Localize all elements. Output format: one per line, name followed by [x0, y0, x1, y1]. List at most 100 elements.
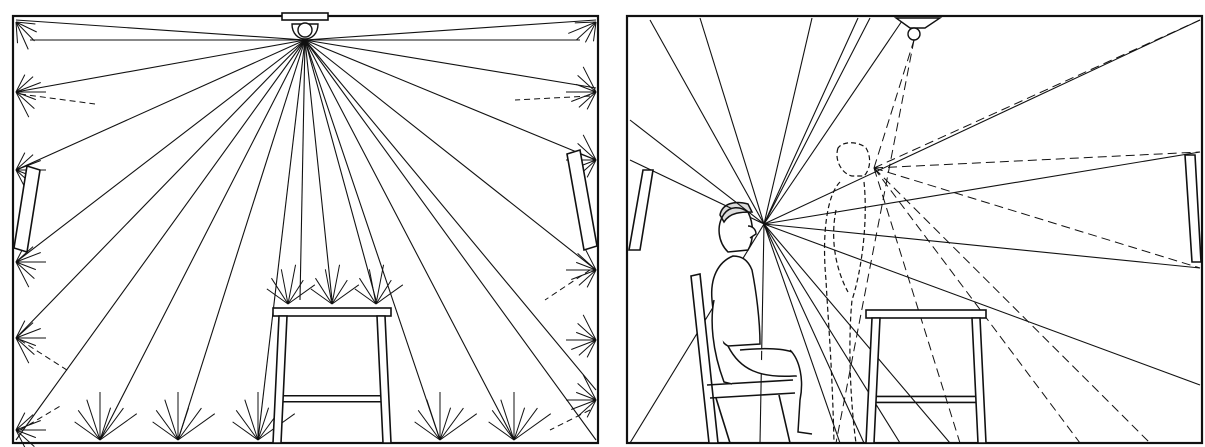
stool-icon: [273, 308, 391, 443]
reflection-ray: [440, 408, 463, 440]
reflection-ray: [16, 338, 34, 355]
light-ray: [305, 20, 596, 40]
reflected-sightline: [874, 20, 1200, 168]
reflection-ray: [332, 285, 359, 304]
sightlines: [630, 18, 1200, 443]
stool-leg: [377, 316, 391, 443]
reflection-ray: [87, 400, 100, 440]
light-bulb-icon: [908, 28, 920, 40]
reflection-ray: [16, 323, 33, 338]
reflection-ray: [156, 410, 178, 440]
right-panel: [627, 16, 1202, 443]
reflection-ray: [492, 410, 514, 440]
sightline: [764, 224, 1200, 268]
reflection-ray: [514, 414, 551, 440]
reflection-ray: [418, 410, 440, 440]
reflection-ray: [576, 22, 596, 40]
stool-icon: [866, 310, 986, 443]
reflection-ray: [440, 414, 477, 440]
reflection-ray: [16, 22, 28, 49]
reflected-sightline: [874, 40, 914, 168]
reflection-ray: [311, 289, 332, 304]
light-ray: [305, 40, 596, 270]
reflection-ray: [579, 340, 596, 355]
reflection-ray: [100, 408, 111, 440]
reflection-ray: [376, 285, 403, 304]
right-wall-mirror: [567, 150, 597, 250]
reflection-ray: [267, 289, 288, 304]
reflection-ray: [579, 270, 596, 285]
light-ray: [100, 40, 305, 440]
reflection-ray: [578, 323, 596, 340]
reflected-rays: [20, 94, 590, 430]
reflection-ray: [178, 408, 201, 440]
reflected-sightlines: [836, 20, 1200, 443]
reflection-ray: [100, 414, 137, 440]
reflection-ray: [501, 400, 514, 440]
sightline: [700, 18, 764, 224]
light-ray: [305, 40, 596, 390]
light-ray: [178, 40, 305, 440]
reflection-ray: [78, 410, 100, 440]
reflection-ray: [440, 408, 451, 440]
reflection-ray: [233, 422, 258, 440]
reflected-sightline: [874, 168, 1200, 268]
stool-leg: [866, 318, 880, 443]
reflection-ray: [579, 92, 596, 107]
light-ray: [16, 40, 305, 440]
sightline: [650, 20, 764, 224]
reflection-ray: [427, 400, 440, 440]
reflection-ray: [514, 408, 525, 440]
stool-leg: [972, 318, 986, 443]
reflection-ray: [579, 400, 596, 415]
light-ray: [305, 40, 376, 300]
sightline: [764, 18, 904, 224]
reflection-ray: [578, 253, 596, 270]
ceiling-fixture: [282, 13, 328, 20]
reflected-ray: [20, 340, 70, 372]
reflection-ray: [16, 22, 34, 41]
sightline: [764, 18, 812, 224]
reflection-ray: [568, 22, 596, 33]
sightline: [764, 224, 864, 443]
reflection-ray: [75, 422, 100, 440]
reflection-ray: [489, 422, 514, 440]
reflection-ray: [153, 422, 178, 440]
ceiling-lamp: [896, 18, 940, 40]
reflection-ray: [165, 400, 178, 440]
reflection-bursts: [16, 22, 596, 447]
light-ray: [305, 40, 596, 88]
reflected-ray: [20, 94, 95, 104]
reflection-ray: [355, 289, 376, 304]
bulb-core: [298, 23, 312, 37]
sightline: [764, 18, 858, 224]
sightline: [764, 152, 1200, 224]
right-room-frame: [627, 16, 1202, 443]
light-bulb-icon: [292, 23, 318, 39]
left-room-frame: [13, 16, 598, 443]
left-wall-mirror: [14, 166, 40, 252]
sightline: [764, 20, 1200, 224]
standing-man-outline-icon: [825, 143, 870, 443]
reflection-ray: [415, 422, 440, 440]
reflection-ray: [578, 75, 596, 92]
sightline: [764, 18, 870, 224]
light-ray: [16, 20, 305, 40]
reflected-ray: [515, 96, 590, 100]
reflected-ray: [550, 410, 590, 430]
reflection-ray: [178, 408, 189, 440]
stool-seat: [273, 308, 391, 316]
reflection-ray: [236, 410, 258, 440]
left-panel: [13, 13, 598, 447]
stool-leg: [273, 316, 287, 443]
reflection-ray: [16, 262, 34, 279]
reflection-ray: [245, 400, 258, 440]
sightline: [760, 224, 764, 443]
reflection-ray: [178, 414, 215, 440]
stool-seat: [866, 310, 986, 318]
reflection-ray: [288, 285, 315, 304]
light-rays: [16, 20, 596, 440]
reflection-ray: [100, 408, 123, 440]
reflection-ray: [514, 408, 537, 440]
